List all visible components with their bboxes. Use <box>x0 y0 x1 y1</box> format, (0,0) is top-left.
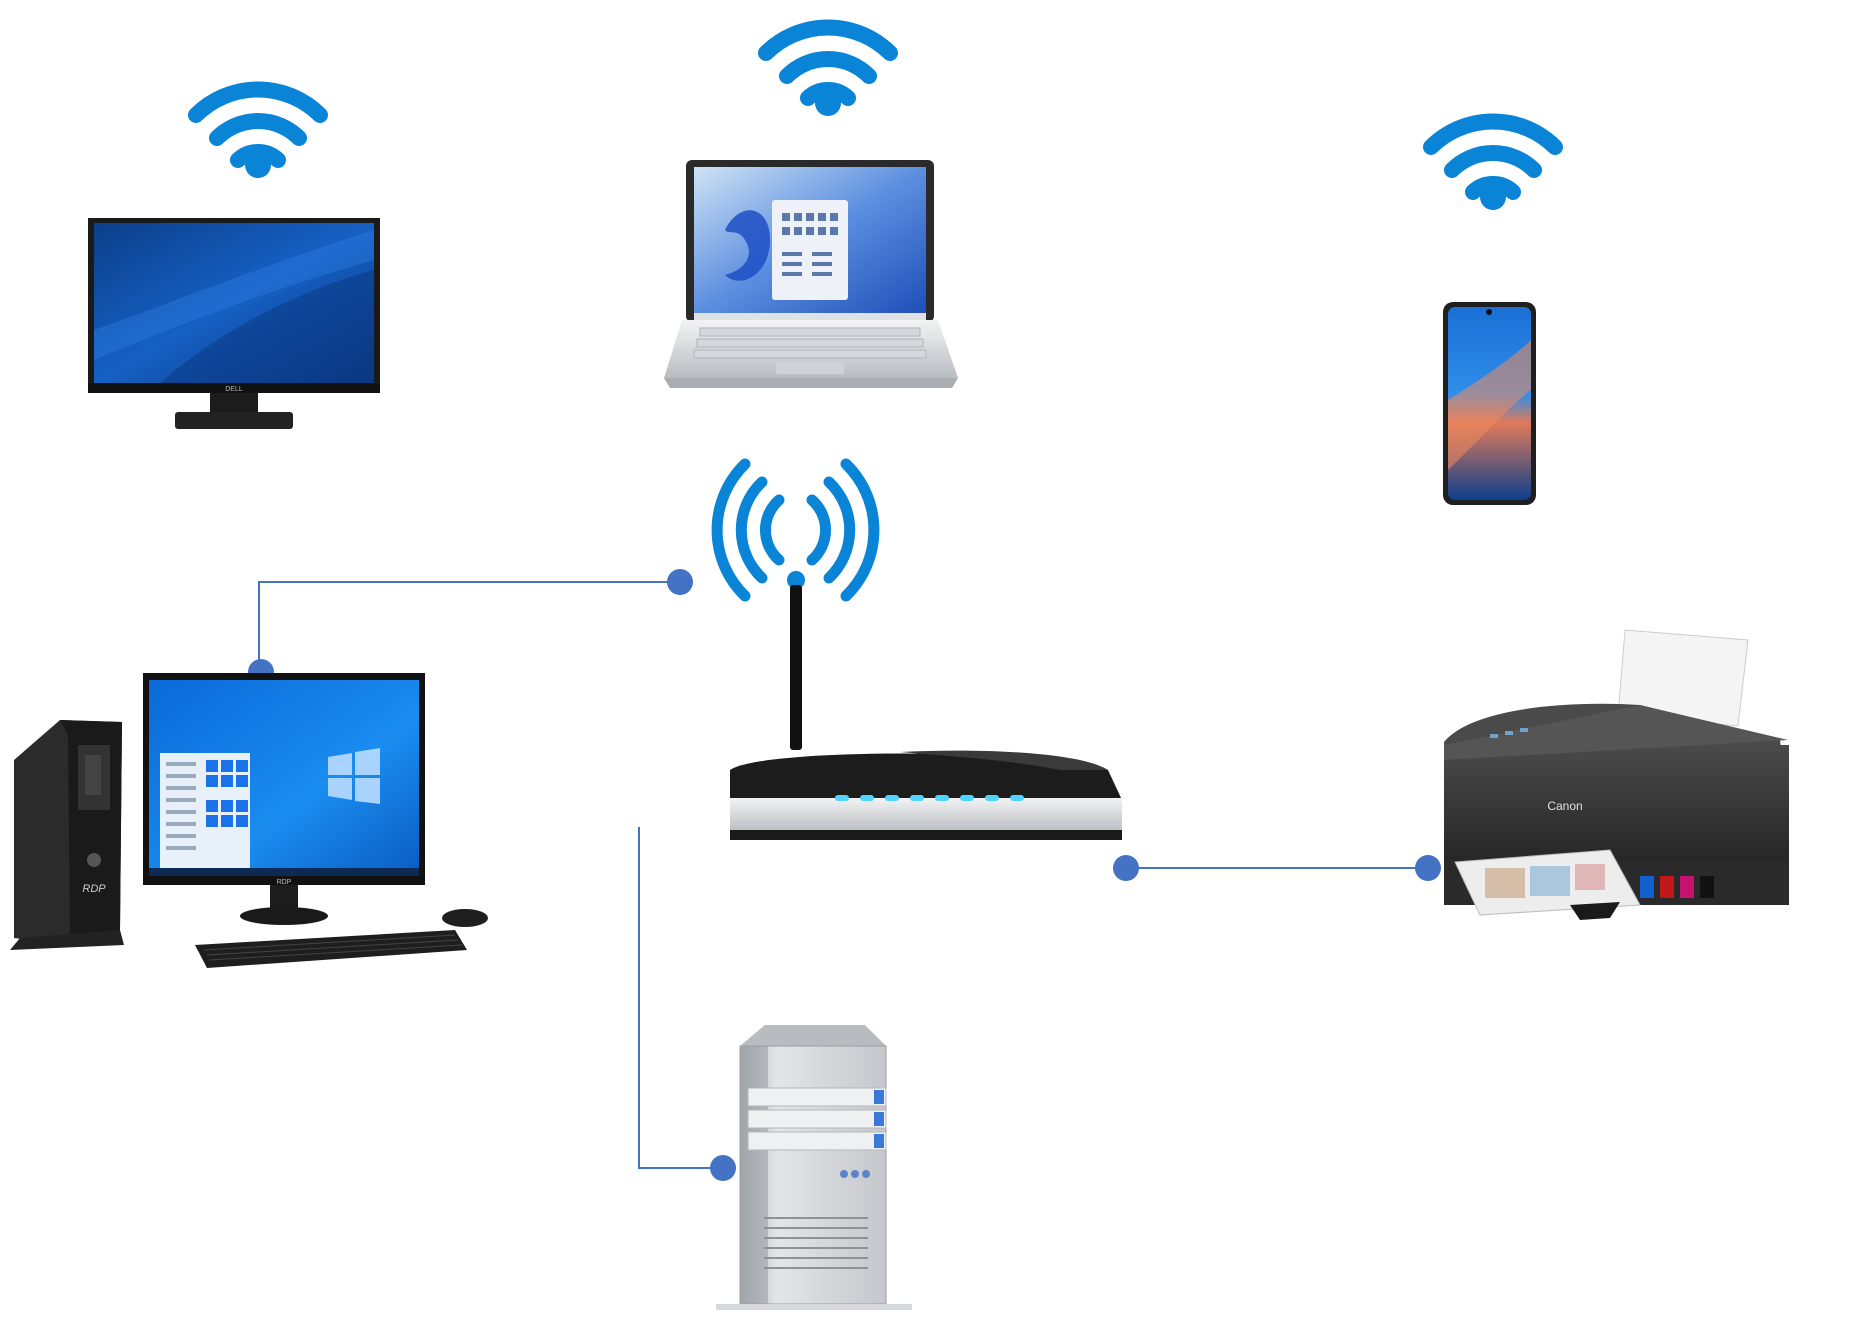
server-connector-dot <box>710 1155 736 1181</box>
printer-logo: Canon <box>1547 799 1582 813</box>
wifi-icon <box>188 81 328 178</box>
monitor-device: DELL <box>88 218 380 429</box>
smartphone-device <box>1443 302 1536 505</box>
monitor-logo: DELL <box>225 386 243 393</box>
wifi-icon <box>1423 113 1563 210</box>
wireless-router-device <box>711 458 1122 840</box>
desktop-monitor-logo: RDP <box>277 879 292 886</box>
wifi-icon <box>758 19 898 116</box>
wired-connections <box>258 581 1428 1169</box>
router-left-connector-dot <box>667 569 693 595</box>
server-device <box>716 1025 912 1310</box>
broadcast-waves-icon <box>711 458 880 602</box>
router-server-link <box>638 827 723 1169</box>
connector-dots <box>248 569 1441 1181</box>
printer-connector-dot <box>1415 855 1441 881</box>
laptop-device <box>664 160 958 388</box>
desktop-computer-device: RDP RDP <box>10 673 488 968</box>
printer-device: Canon <box>1444 629 1789 920</box>
desktop-router-link <box>258 581 680 673</box>
router-right-connector-dot <box>1113 855 1139 881</box>
desktop-tower-logo: RDP <box>82 883 106 895</box>
